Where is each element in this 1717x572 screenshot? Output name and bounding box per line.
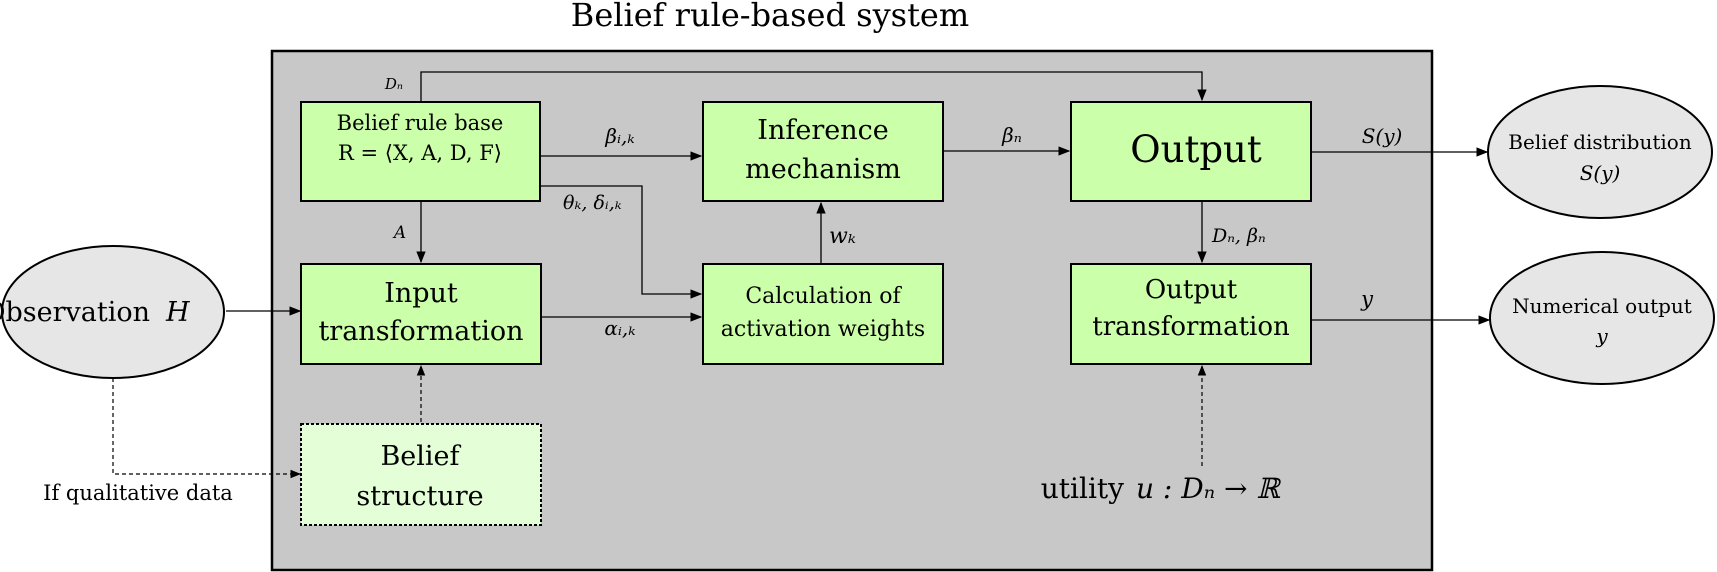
label-w-k: wₖ <box>829 224 856 249</box>
activation-label-2: activation weights <box>721 317 925 342</box>
edge-dn-top <box>420 71 1207 102</box>
dashed-connectors <box>112 364 1207 479</box>
observation-label: Observation <box>0 297 150 328</box>
inference-label-1: Inference <box>757 115 888 146</box>
inference-mechanism-box <box>702 101 944 202</box>
numerical-output-ellipse <box>1489 251 1715 385</box>
utility-label: utility <box>1041 472 1124 505</box>
belief-structure-label-1: Belief <box>380 441 461 472</box>
inference-label-2: mechanism <box>745 154 901 185</box>
belief-distribution-label-2: S(y) <box>1580 161 1621 185</box>
label-theta-delta: θₖ, δᵢ,ₖ <box>563 192 622 214</box>
output-transformation-label-1: Output <box>1145 275 1238 305</box>
output-transformation-box <box>1070 263 1312 365</box>
belief-distribution-label-1: Belief distribution <box>1508 130 1692 154</box>
belief-structure-box <box>300 423 542 526</box>
label-y: y <box>1360 287 1374 311</box>
belief-structure-label-2: structure <box>356 481 483 512</box>
output-transformation-label-2: transformation <box>1092 312 1290 342</box>
label-dn-beta-n: Dₙ, βₙ <box>1211 225 1266 247</box>
connectors <box>226 71 1491 325</box>
label-if-qualitative: If qualitative data <box>43 481 233 505</box>
output-label: Output <box>1130 128 1262 171</box>
edge-if-qualitative <box>112 378 302 479</box>
input-transformation-label-1: Input <box>384 278 458 309</box>
belief-rule-base-box <box>300 101 541 202</box>
input-transformation-label-2: transformation <box>318 316 523 347</box>
edge-theta-delta <box>540 185 703 299</box>
input-transformation-box <box>300 263 542 365</box>
output-box <box>1070 101 1312 202</box>
activation-weights-box <box>702 263 944 365</box>
belief-rule-base-formula: R = ⟨X, A, D, F⟩ <box>338 141 502 165</box>
belief-rule-base-label: Belief rule base <box>337 111 504 135</box>
label-dn-top: Dₙ <box>384 75 403 93</box>
utility-formula: u : Dₙ → ℝ <box>1136 472 1281 505</box>
label-beta-n: βₙ <box>1001 123 1022 147</box>
label-s-y: S(y) <box>1362 124 1403 148</box>
label-a: A <box>392 223 406 243</box>
label-alpha-ik: αᵢ,ₖ <box>604 316 635 340</box>
numerical-output-label-2: y <box>1595 324 1608 348</box>
activation-label-1: Calculation of <box>745 284 902 309</box>
diagram-title: Belief rule-based system <box>571 0 969 34</box>
observation-ellipse <box>1 245 225 379</box>
observation-variable: H <box>165 297 190 328</box>
numerical-output-label-1: Numerical output <box>1512 294 1692 318</box>
label-beta-ik: βᵢ,ₖ <box>604 124 634 148</box>
belief-distribution-ellipse <box>1487 85 1713 219</box>
